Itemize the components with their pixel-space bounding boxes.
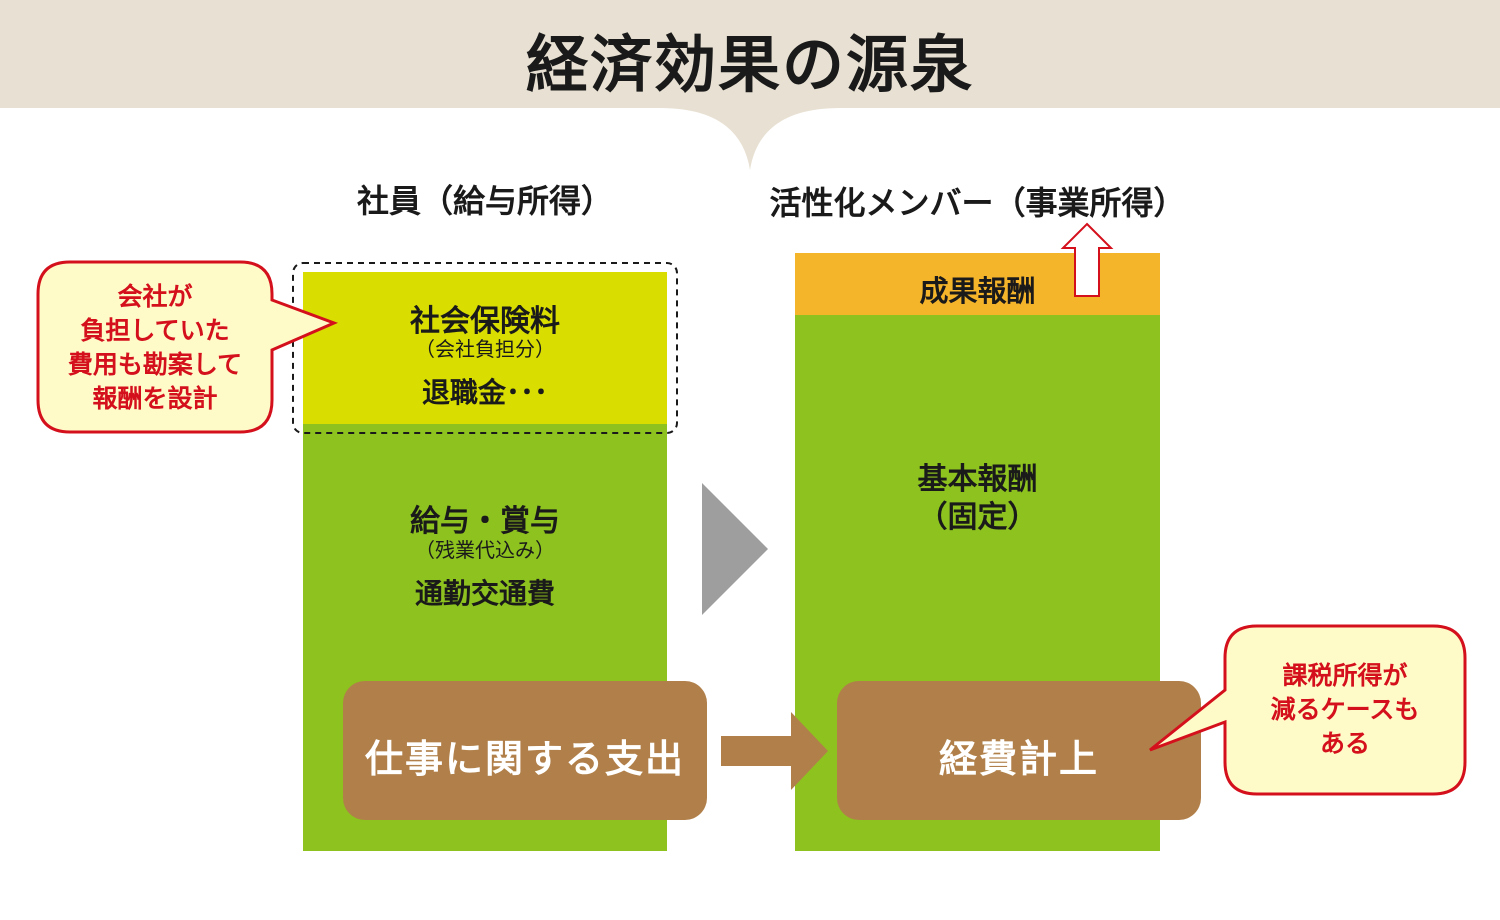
header-band [0,0,1500,170]
commute-label: 通勤交通費 [414,577,555,610]
right-expense-box [837,681,1201,820]
base-pay-label: 基本報酬 [917,462,1038,497]
work-expense-label: 仕事に関する支出 [364,737,685,781]
left-callout-text: 会社が 負担していた 費用も勘案して 報酬を設計 [38,280,272,416]
callout-line: 会社が [117,282,193,311]
expense-arrow-icon [721,712,828,790]
left-yellow-block [303,272,667,424]
retirement-label: 退職金･･･ [421,376,548,409]
callout-line: 報酬を設計 [92,384,218,413]
page-title: 経済効果の源泉 [525,28,974,101]
overtime-label: （残業代込み） [415,538,555,562]
expense-booking-label: 経費計上 [938,737,1099,781]
social-insurance-label: 社会保険料 [410,304,560,339]
left-column-heading: 社員（給与所得） [356,182,613,220]
company-share-label: （会社負担分） [415,337,555,361]
transition-arrow-icon [702,483,768,615]
performance-pay-label: 成果報酬 [919,274,1036,308]
callout-line: ある [1319,729,1370,758]
right-callout-text: 課税所得が 減るケースも ある [1225,659,1465,761]
callout-line: 費用も勘案して [67,350,243,379]
right-callout-bubble [1149,624,1467,796]
callout-line: 課税所得が [1282,661,1408,690]
left-callout-bubble [36,260,339,434]
left-expense-box [343,681,707,820]
callout-line: 負担していた [80,316,230,345]
salary-bonus-label: 給与・賞与 [410,504,560,539]
callout-line: 減るケースも [1270,695,1420,724]
dashed-outline [292,262,678,434]
fixed-label: （固定） [917,500,1038,535]
right-column-heading: 活性化メンバー（事業所得） [769,184,1186,222]
up-arrow-icon [1060,222,1114,297]
